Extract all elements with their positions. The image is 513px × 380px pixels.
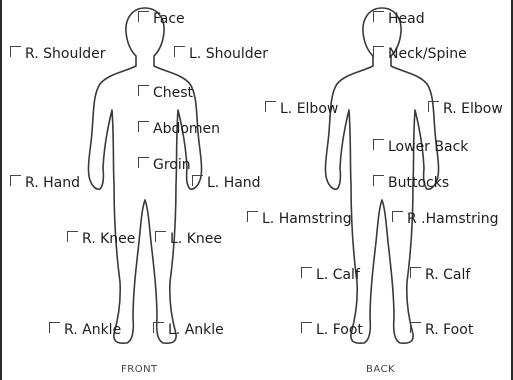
checkbox-box[interactable] — [247, 211, 258, 222]
checkbox-box[interactable] — [410, 322, 421, 333]
checkbox-label: R. Ankle — [64, 323, 121, 337]
checkbox-l-elbow[interactable]: L. Elbow — [265, 102, 338, 116]
checkbox-chest[interactable]: Chest — [138, 86, 193, 100]
checkbox-l-hand[interactable]: L. Hand — [192, 176, 261, 190]
checkbox-label: L. Ankle — [168, 323, 224, 337]
checkbox-groin[interactable]: Groin — [138, 158, 191, 172]
checkbox-box[interactable] — [428, 101, 439, 112]
checkbox-box[interactable] — [373, 11, 384, 22]
checkbox-box[interactable] — [392, 211, 403, 222]
back-view-label: BACK — [366, 364, 395, 375]
checkbox-r-shoulder[interactable]: R. Shoulder — [10, 47, 105, 61]
checkbox-label: R. Hand — [25, 176, 80, 190]
checkbox-r-foot[interactable]: R. Foot — [410, 323, 473, 337]
checkbox-face[interactable]: Face — [138, 12, 185, 26]
checkbox-label: Abdomen — [153, 122, 220, 136]
checkbox-box[interactable] — [138, 11, 149, 22]
checkbox-r-hamstring[interactable]: R .Hamstring — [392, 212, 499, 226]
checkbox-label: R .Hamstring — [407, 212, 499, 226]
checkbox-box[interactable] — [155, 231, 166, 242]
checkbox-label: L. Hamstring — [262, 212, 352, 226]
checkbox-label: Chest — [153, 86, 193, 100]
checkbox-l-shoulder[interactable]: L. Shoulder — [174, 47, 268, 61]
checkbox-label: R. Knee — [82, 232, 135, 246]
checkbox-box[interactable] — [410, 267, 421, 278]
checkbox-box[interactable] — [192, 175, 203, 186]
checkbox-r-knee[interactable]: R. Knee — [67, 232, 135, 246]
checkbox-box[interactable] — [138, 157, 149, 168]
checkbox-box[interactable] — [67, 231, 78, 242]
checkbox-l-hamstring[interactable]: L. Hamstring — [247, 212, 352, 226]
checkbox-label: L. Elbow — [280, 102, 338, 116]
checkbox-r-hand[interactable]: R. Hand — [10, 176, 80, 190]
checkbox-box[interactable] — [10, 46, 21, 57]
checkbox-label: L. Calf — [316, 268, 360, 282]
checkbox-l-foot[interactable]: L. Foot — [301, 323, 363, 337]
checkbox-box[interactable] — [265, 101, 276, 112]
checkbox-label: L. Shoulder — [189, 47, 268, 61]
checkbox-lower-back[interactable]: Lower Back — [373, 140, 468, 154]
checkbox-label: L. Knee — [170, 232, 222, 246]
checkbox-r-elbow[interactable]: R. Elbow — [428, 102, 503, 116]
checkbox-box[interactable] — [138, 85, 149, 96]
checkbox-box[interactable] — [373, 46, 384, 57]
checkbox-box[interactable] — [174, 46, 185, 57]
checkbox-box[interactable] — [10, 175, 21, 186]
checkbox-r-ankle[interactable]: R. Ankle — [49, 323, 121, 337]
checkbox-l-ankle[interactable]: L. Ankle — [153, 323, 224, 337]
checkbox-label: R. Foot — [425, 323, 473, 337]
checkbox-l-calf[interactable]: L. Calf — [301, 268, 360, 282]
checkbox-head[interactable]: Head — [373, 12, 425, 26]
checkbox-abdomen[interactable]: Abdomen — [138, 122, 220, 136]
checkbox-buttocks[interactable]: Buttocks — [373, 176, 449, 190]
checkbox-label: L. Foot — [316, 323, 363, 337]
checkbox-neck-spine[interactable]: Neck/Spine — [373, 47, 467, 61]
checkbox-r-calf[interactable]: R. Calf — [410, 268, 470, 282]
checkbox-label: R. Elbow — [443, 102, 503, 116]
checkbox-box[interactable] — [301, 267, 312, 278]
checkbox-label: Lower Back — [388, 140, 468, 154]
checkbox-box[interactable] — [301, 322, 312, 333]
checkbox-label: Buttocks — [388, 176, 449, 190]
checkbox-box[interactable] — [49, 322, 60, 333]
checkbox-label: Groin — [153, 158, 191, 172]
checkbox-label: R. Calf — [425, 268, 470, 282]
checkbox-l-knee[interactable]: L. Knee — [155, 232, 222, 246]
checkbox-box[interactable] — [138, 121, 149, 132]
checkbox-label: Face — [153, 12, 185, 26]
checkbox-box[interactable] — [153, 322, 164, 333]
checkbox-label: R. Shoulder — [25, 47, 105, 61]
checkbox-label: L. Hand — [207, 176, 261, 190]
checkbox-label: Neck/Spine — [388, 47, 467, 61]
front-view-label: FRONT — [121, 364, 158, 375]
checkbox-box[interactable] — [373, 139, 384, 150]
checkbox-label: Head — [388, 12, 425, 26]
checkbox-box[interactable] — [373, 175, 384, 186]
